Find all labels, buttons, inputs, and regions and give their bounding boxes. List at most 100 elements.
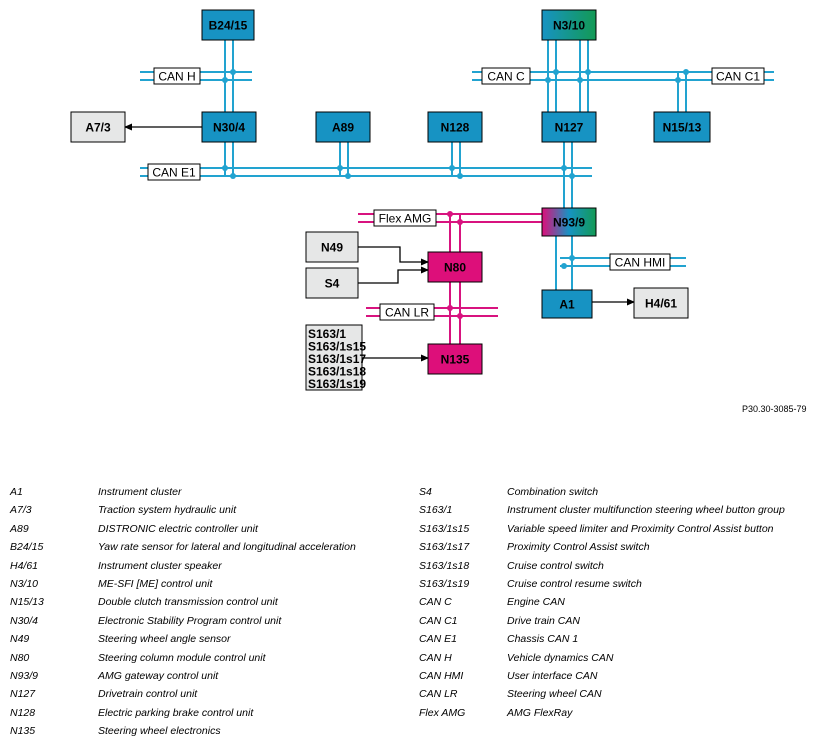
legend-code: CAN H — [419, 651, 452, 664]
legend-code: S163/1s15 — [419, 522, 470, 535]
legend-desc: Chassis CAN 1 — [507, 633, 579, 646]
node-n49-label: N49 — [321, 241, 343, 255]
legend-item: CAN H Vehicle dynamics CAN — [419, 649, 814, 667]
legend-item: A89 DISTRONIC electric controller unit — [10, 520, 400, 538]
node-a1: A1 — [541, 289, 593, 319]
legend-code: CAN C1 — [419, 614, 458, 627]
legend-code: N80 — [10, 651, 30, 664]
s163-1s18-label: S163/1s18 — [308, 365, 366, 379]
node-s163-group: S163/1 S163/1s15 S163/1s17 S163/1s18 S16… — [305, 324, 366, 391]
legend-item: N3/10 ME-SFI [ME] control unit — [10, 575, 400, 593]
legend-code: S163/1s17 — [419, 541, 470, 554]
legend-desc: Instrument cluster — [98, 486, 182, 498]
node-n15-13: N15/13 — [653, 111, 711, 143]
legend-desc: User interface CAN — [507, 669, 598, 682]
legend-desc: ME-SFI [ME] control unit — [98, 577, 213, 590]
node-a1-label: A1 — [559, 298, 575, 312]
legend-item: S163/1 Instrument cluster multifunction s… — [419, 501, 814, 519]
legend-desc: Engine CAN — [507, 596, 565, 609]
bus-label-can-c1: CAN C1 — [711, 67, 765, 85]
node-n49: N49 — [305, 231, 359, 263]
legend-code: A89 — [10, 522, 29, 535]
legend-code: S163/1 — [419, 504, 453, 517]
legend-code: CAN HMI — [419, 669, 464, 682]
legend-desc: Instrument cluster multifunction steerin… — [507, 504, 785, 517]
legend-code: N3/10 — [10, 577, 39, 590]
bus-label-can-c-text: CAN C — [487, 70, 525, 84]
legend-desc: Electronic Stability Program control uni… — [98, 614, 282, 627]
legend-right-column: S4 Combination switch S163/1 Instrument cl… — [419, 483, 814, 722]
legend-item: S163/1s17 Proximity Control Assist switch — [419, 538, 814, 556]
network-diagram: CAN H CAN C CAN C1 CAN E1 Flex AMG CAN H… — [70, 9, 774, 391]
s163-1s17-label: S163/1s17 — [308, 352, 366, 366]
bus-label-can-h-text: CAN H — [158, 70, 195, 84]
legend-desc: Steering wheel CAN — [507, 688, 602, 701]
bus-label-can-e1-text: CAN E1 — [152, 166, 196, 180]
legend-item: H4/61 Instrument cluster speaker — [10, 557, 400, 575]
legend-desc: Drivetrain control unit — [98, 688, 198, 701]
legend-code: N49 — [10, 633, 30, 646]
node-n15-13-label: N15/13 — [663, 121, 702, 135]
bus-label-can-lr-text: CAN LR — [385, 306, 429, 320]
legend-desc: Combination switch — [507, 486, 599, 498]
node-s4-label: S4 — [325, 277, 340, 291]
legend-item: N80 Steering column module control unit — [10, 649, 400, 667]
node-n128-label: N128 — [441, 121, 470, 135]
legend-desc: Proximity Control Assist switch — [507, 541, 650, 554]
node-n80-label: N80 — [444, 261, 466, 275]
node-n135-label: N135 — [441, 353, 470, 367]
node-n135: N135 — [427, 343, 483, 375]
legend-desc: Yaw rate sensor for lateral and longitud… — [98, 541, 356, 554]
legend-code: N135 — [10, 725, 36, 738]
legend-code: N30/4 — [10, 614, 39, 627]
legend-item: N30/4 Electronic Stability Program contro… — [10, 612, 400, 630]
legend-desc: Steering column module control unit — [98, 651, 266, 664]
legend-code: CAN LR — [419, 688, 458, 701]
node-a7-3: A7/3 — [70, 111, 126, 143]
legend-desc: DISTRONIC electric controller unit — [98, 522, 258, 535]
node-a7-3-label: A7/3 — [85, 121, 111, 135]
bus-label-can-lr: CAN LR — [379, 303, 435, 321]
legend-desc: Vehicle dynamics CAN — [507, 651, 614, 664]
bus-label-flex-amg-text: Flex AMG — [379, 212, 432, 226]
legend-desc: Traction system hydraulic unit — [98, 504, 237, 517]
junction-dots-magenta — [447, 211, 463, 319]
node-b24-15: B24/15 — [201, 9, 255, 41]
legend-code: S163/1s19 — [419, 577, 470, 590]
legend-code: N93/9 — [10, 669, 39, 682]
node-n30-4-label: N30/4 — [213, 121, 245, 135]
legend-desc: Steering wheel angle sensor — [98, 633, 231, 646]
node-b24-15-label: B24/15 — [209, 19, 248, 33]
node-n127-label: N127 — [555, 121, 584, 135]
node-n3-10: N3/10 — [541, 9, 597, 41]
legend-code: N127 — [10, 688, 36, 701]
legend-desc: Electric parking brake control unit — [98, 706, 254, 719]
signal-arrows — [124, 123, 635, 362]
legend-item: S4 Combination switch — [419, 483, 814, 501]
legend-item: CAN HMI User interface CAN — [419, 667, 814, 685]
bus-label-can-hmi: CAN HMI — [609, 253, 671, 271]
junction-dots — [222, 69, 689, 269]
bus-label-flex-amg: Flex AMG — [373, 209, 437, 227]
s163-1s15-label: S163/1s15 — [308, 340, 366, 354]
legend-desc: Steering wheel electronics — [98, 725, 221, 738]
legend-desc: Instrument cluster speaker — [98, 559, 222, 572]
node-a89: A89 — [315, 111, 371, 143]
node-n30-4: N30/4 — [201, 111, 257, 143]
node-h4-61-label: H4/61 — [645, 297, 677, 311]
bus-label-can-e1: CAN E1 — [147, 163, 201, 181]
legend-code: S4 — [419, 486, 432, 498]
legend-code: H4/61 — [10, 559, 39, 572]
legend-desc: Variable speed limiter and Proximity Con… — [507, 522, 774, 535]
node-n80: N80 — [427, 251, 483, 283]
